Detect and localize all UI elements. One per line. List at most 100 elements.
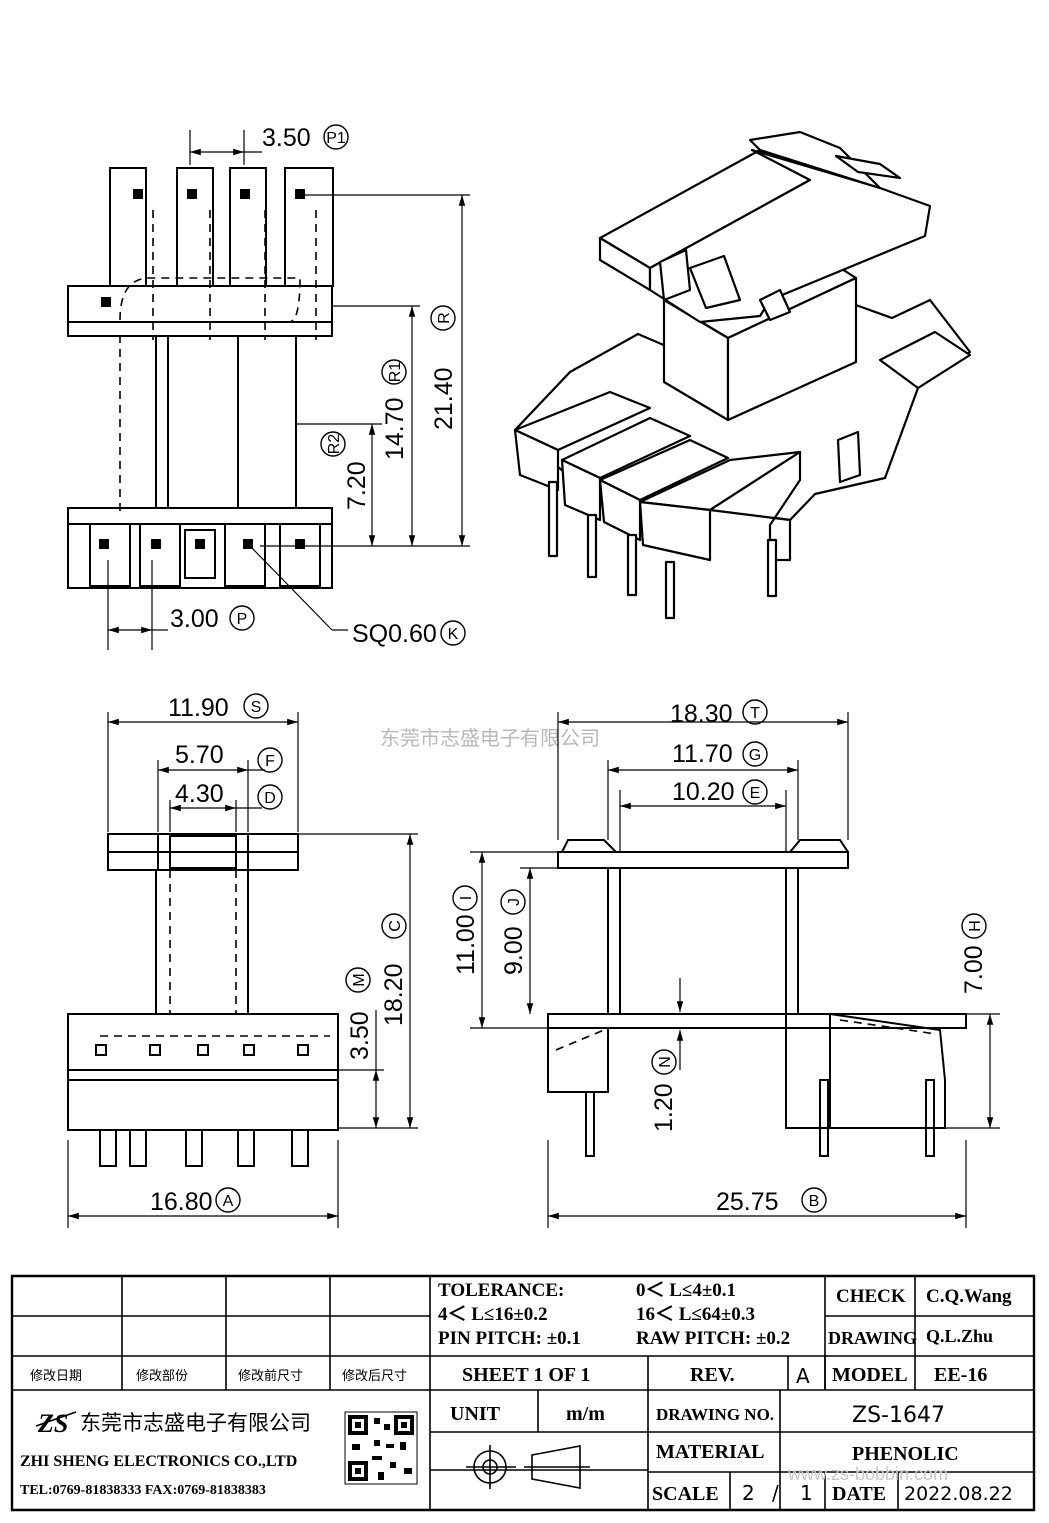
svg-text:S: S (251, 699, 262, 716)
third-angle-projection-icon (466, 1445, 590, 1489)
svg-text:M: M (351, 973, 368, 986)
rev-header-date: 修改日期 (30, 1369, 82, 1384)
company-tel: TEL:0769-81838333 FAX:0769-81838383 (20, 1483, 266, 1498)
dim-length-b: 25.75 B (716, 1188, 826, 1216)
svg-text:0＜ L≤4±0.1: 0＜ L≤4±0.1 (636, 1280, 736, 1301)
svg-text:R1: R1 (387, 362, 404, 383)
dim-pin-pitch-p1: 3.50 P1 (262, 124, 348, 152)
drawing-label: DRAWING (828, 1328, 917, 1348)
svg-text:14.70: 14.70 (381, 397, 409, 460)
drawing-no-value: ZS-1647 (852, 1403, 945, 1428)
dim-e: 10.20 E (672, 778, 767, 806)
svg-text:4.30: 4.30 (175, 780, 224, 808)
svg-text:9.00: 9.00 (500, 926, 528, 975)
svg-text:25.75: 25.75 (716, 1188, 779, 1216)
tolerance-block: TOLERANCE: 0＜ L≤4±0.1 4＜ L≤16±0.2 16＜ L≤… (438, 1280, 790, 1349)
svg-text:16.80: 16.80 (150, 1188, 213, 1216)
svg-text:K: K (448, 626, 459, 643)
material-label: MATERIAL (656, 1441, 765, 1463)
watermark: 东莞市志盛电子有限公司 (380, 726, 600, 750)
dim-core-d: 4.30 D (175, 780, 282, 809)
svg-text:16＜ L≤64±0.3: 16＜ L≤64±0.3 (636, 1304, 755, 1325)
drawing-value: Q.L.Zhu (926, 1326, 993, 1346)
svg-text:D: D (264, 790, 276, 807)
rev-header-part: 修改部份 (136, 1369, 188, 1384)
watermark-url: www.zs-bobbin.com (787, 1464, 948, 1484)
dim-height-r2: 7.20 R2 (321, 432, 371, 510)
svg-text:G: G (749, 747, 761, 764)
svg-text:R: R (436, 312, 453, 324)
check-label: CHECK (836, 1286, 906, 1307)
dim-g: 11.70 G (672, 740, 767, 768)
svg-text:10.20: 10.20 (672, 778, 735, 806)
top-view (68, 130, 470, 650)
dim-h: 7.00 H (960, 914, 988, 994)
svg-text:P: P (237, 611, 248, 628)
dim-base-m: 3.50 M (346, 968, 374, 1060)
dim-j: 9.00 J (500, 890, 528, 975)
svg-text:4＜ L≤16±0.2: 4＜ L≤16±0.2 (438, 1304, 548, 1325)
svg-text:E: E (750, 785, 761, 802)
svg-text:18.30: 18.30 (670, 700, 733, 728)
dim-height-total-r: 21.40 R (430, 306, 458, 430)
rev-header-after: 修改后尺寸 (342, 1369, 407, 1384)
dim-overall-t: 18.30 T (670, 700, 767, 728)
model-value: EE-16 (934, 1364, 987, 1386)
svg-text:18.20: 18.20 (380, 963, 408, 1026)
svg-text:7.20: 7.20 (343, 461, 371, 510)
dim-core-f: 5.70 F (175, 741, 282, 772)
scale-label: SCALE (652, 1483, 719, 1505)
svg-text:RAW PITCH: ±0.2: RAW PITCH: ±0.2 (636, 1328, 790, 1349)
scale-sep: / (772, 1481, 779, 1505)
svg-text:3.50: 3.50 (262, 124, 311, 152)
svg-text:11.00: 11.00 (452, 914, 480, 975)
model-label: MODEL (832, 1364, 908, 1386)
svg-text:T: T (750, 705, 760, 722)
svg-text:1.20: 1.20 (650, 1083, 678, 1132)
dim-row-pitch-p: 3.00 P (170, 605, 254, 633)
qr-code-icon (345, 1412, 417, 1484)
svg-text:TOLERANCE:: TOLERANCE: (438, 1280, 564, 1301)
svg-text:SQ0.60: SQ0.60 (352, 620, 437, 648)
svg-text:7.00: 7.00 (960, 945, 988, 994)
front-view (68, 712, 418, 1228)
rev-label: REV. (690, 1364, 735, 1386)
dim-pin-size-k: SQ0.60 K (352, 620, 465, 648)
svg-text:C: C (387, 920, 404, 932)
rev-header-before: 修改前尺寸 (238, 1368, 303, 1384)
svg-text:21.40: 21.40 (430, 367, 458, 430)
material-value: PHENOLIC (852, 1443, 959, 1465)
drawing-no-label: DRAWING NO. (656, 1405, 774, 1424)
dim-flange-width-s: 11.90 S (168, 694, 268, 722)
svg-text:B: B (809, 1193, 820, 1210)
company-logo: ZS (36, 1409, 76, 1438)
company-name-en: ZHI SHENG ELECTRONICS CO.,LTD (20, 1453, 297, 1470)
svg-text:5.70: 5.70 (175, 741, 224, 769)
svg-text:I: I (458, 896, 475, 900)
svg-text:11.90: 11.90 (168, 694, 229, 722)
svg-text:A: A (223, 1193, 234, 1210)
svg-text:PIN PITCH: ±0.1: PIN PITCH: ±0.1 (438, 1328, 581, 1349)
svg-text:F: F (265, 753, 275, 770)
isometric-view (515, 132, 970, 618)
unit-value: m/m (566, 1403, 605, 1425)
sheet-text: SHEET 1 OF 1 (462, 1364, 590, 1386)
svg-text:N: N (657, 1056, 674, 1068)
svg-text:H: H (967, 920, 984, 932)
rev-value: A (796, 1364, 810, 1388)
date-value: 2022.08.22 (904, 1483, 1013, 1505)
svg-text:R2: R2 (326, 434, 343, 455)
company-name-cn: 东莞市志盛电子有限公司 (80, 1411, 311, 1435)
revision-headers: 修改日期 修改部份 修改前尺寸 修改后尺寸 (30, 1368, 407, 1384)
dim-height-r1: 14.70 R1 (381, 360, 409, 460)
side-view (470, 712, 1000, 1228)
scale-num: 2 (742, 1481, 755, 1505)
svg-text:3.00: 3.00 (170, 605, 219, 633)
dim-height-c: 18.20 C (380, 914, 408, 1026)
dim-n: 1.20 N (650, 1050, 678, 1132)
svg-text:11.70: 11.70 (672, 740, 733, 768)
unit-label: UNIT (450, 1403, 501, 1425)
dim-width-a: 16.80 A (150, 1188, 240, 1216)
svg-text:P1: P1 (326, 130, 346, 147)
